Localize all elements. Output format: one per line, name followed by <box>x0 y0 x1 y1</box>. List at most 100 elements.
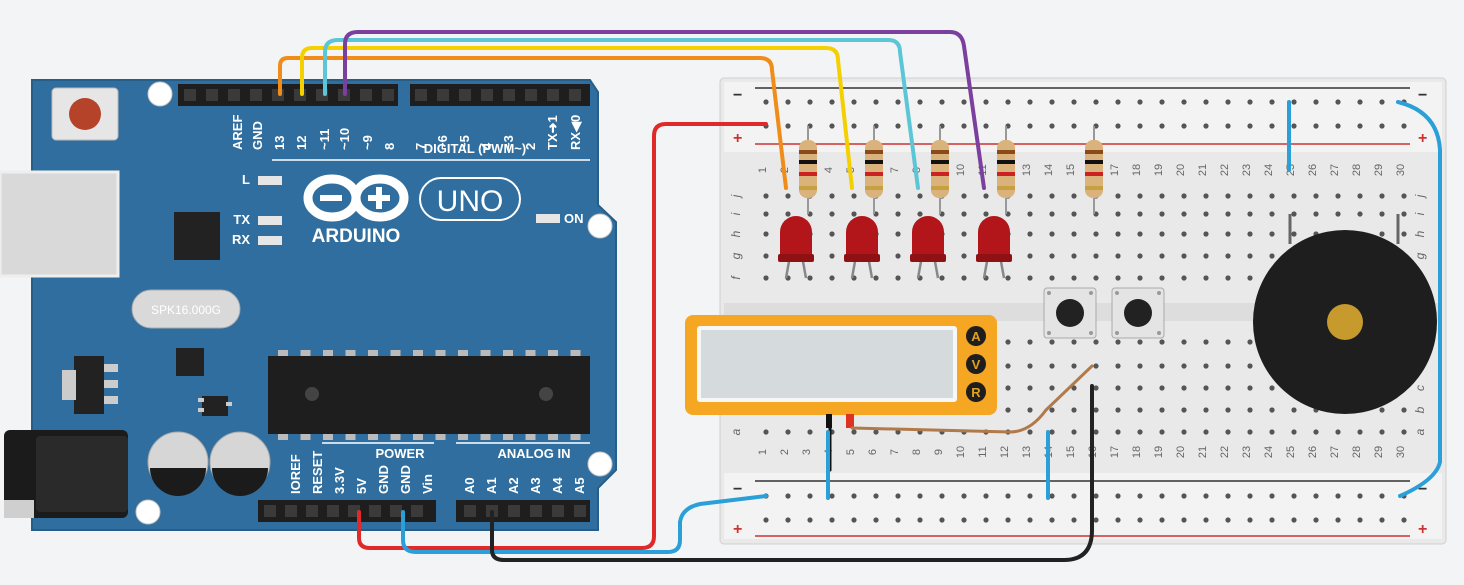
hole[interactable] <box>1159 363 1165 369</box>
hole[interactable] <box>983 211 989 217</box>
header-pin[interactable] <box>547 89 559 101</box>
rail-hole[interactable] <box>1357 517 1363 523</box>
hole[interactable] <box>763 275 769 281</box>
rail-hole[interactable] <box>829 99 835 105</box>
rail-hole[interactable] <box>1005 99 1011 105</box>
rail-hole[interactable] <box>1269 517 1275 523</box>
rail-hole[interactable] <box>1335 517 1341 523</box>
rail-hole[interactable] <box>851 493 857 499</box>
hole[interactable] <box>1071 385 1077 391</box>
hole[interactable] <box>1225 275 1231 281</box>
hole[interactable] <box>1093 385 1099 391</box>
rail-hole[interactable] <box>785 493 791 499</box>
hole[interactable] <box>1159 211 1165 217</box>
hole[interactable] <box>1137 211 1143 217</box>
hole[interactable] <box>1401 429 1407 435</box>
hole[interactable] <box>1159 339 1165 345</box>
hole[interactable] <box>1049 231 1055 237</box>
rail-hole[interactable] <box>763 99 769 105</box>
hole[interactable] <box>763 231 769 237</box>
rail-hole[interactable] <box>917 493 923 499</box>
hole[interactable] <box>1027 275 1033 281</box>
rail-hole[interactable] <box>1181 99 1187 105</box>
hole[interactable] <box>1093 363 1099 369</box>
rail-hole[interactable] <box>873 517 879 523</box>
hole[interactable] <box>1379 429 1385 435</box>
rail-hole[interactable] <box>1137 123 1143 129</box>
hole[interactable] <box>1181 363 1187 369</box>
hole[interactable] <box>807 275 813 281</box>
hole[interactable] <box>1379 231 1385 237</box>
hole[interactable] <box>1071 193 1077 199</box>
rail-hole[interactable] <box>1247 123 1253 129</box>
hole[interactable] <box>851 193 857 199</box>
wire-blue-gnd[interactable] <box>401 494 768 554</box>
hole[interactable] <box>1203 253 1209 259</box>
hole[interactable] <box>1181 385 1187 391</box>
rail-hole[interactable] <box>961 493 967 499</box>
rail-hole[interactable] <box>873 99 879 105</box>
hole[interactable] <box>1203 193 1209 199</box>
hole[interactable] <box>829 275 835 281</box>
hole[interactable] <box>939 275 945 281</box>
hole[interactable] <box>1225 385 1231 391</box>
hole[interactable] <box>1225 211 1231 217</box>
hole[interactable] <box>1181 193 1187 199</box>
rail-hole[interactable] <box>1159 99 1165 105</box>
hole[interactable] <box>1269 211 1275 217</box>
hole[interactable] <box>763 429 769 435</box>
hole[interactable] <box>1115 407 1121 413</box>
resistor[interactable] <box>865 126 883 214</box>
hole[interactable] <box>829 231 835 237</box>
rail-hole[interactable] <box>1071 123 1077 129</box>
rail-hole[interactable] <box>1401 517 1407 523</box>
hole[interactable] <box>1027 193 1033 199</box>
hole[interactable] <box>1313 211 1319 217</box>
hole[interactable] <box>1137 429 1143 435</box>
rail-hole[interactable] <box>983 123 989 129</box>
hole[interactable] <box>1137 363 1143 369</box>
hole[interactable] <box>1181 339 1187 345</box>
rail-hole[interactable] <box>807 493 813 499</box>
rail-hole[interactable] <box>1159 517 1165 523</box>
rail-hole[interactable] <box>895 517 901 523</box>
hole[interactable] <box>1335 211 1341 217</box>
rail-hole[interactable] <box>807 99 813 105</box>
hole[interactable] <box>851 429 857 435</box>
rail-hole[interactable] <box>1225 517 1231 523</box>
hole[interactable] <box>895 193 901 199</box>
multimeter-mode-v[interactable]: V <box>966 354 986 374</box>
resistor[interactable] <box>799 126 817 214</box>
hole[interactable] <box>873 429 879 435</box>
rail-hole[interactable] <box>763 517 769 523</box>
hole[interactable] <box>1247 385 1253 391</box>
hole[interactable] <box>829 253 835 259</box>
header-pin[interactable] <box>437 89 449 101</box>
rail-hole[interactable] <box>1379 517 1385 523</box>
hole[interactable] <box>1313 429 1319 435</box>
hole[interactable] <box>1093 339 1099 345</box>
rail-hole[interactable] <box>851 517 857 523</box>
hole[interactable] <box>895 253 901 259</box>
hole[interactable] <box>1313 193 1319 199</box>
rail-hole[interactable] <box>1049 123 1055 129</box>
rail-hole[interactable] <box>1313 517 1319 523</box>
hole[interactable] <box>1115 193 1121 199</box>
header-pin[interactable] <box>530 505 542 517</box>
rail-hole[interactable] <box>1049 99 1055 105</box>
hole[interactable] <box>807 429 813 435</box>
hole[interactable] <box>1159 275 1165 281</box>
rail-hole[interactable] <box>1181 123 1187 129</box>
header-pin[interactable] <box>184 89 196 101</box>
hole[interactable] <box>1269 407 1275 413</box>
rail-hole[interactable] <box>1071 99 1077 105</box>
hole[interactable] <box>1115 385 1121 391</box>
rail-hole[interactable] <box>829 493 835 499</box>
rail-hole[interactable] <box>1357 493 1363 499</box>
rail-hole[interactable] <box>939 493 945 499</box>
hole[interactable] <box>1093 275 1099 281</box>
hole[interactable] <box>785 193 791 199</box>
rail-hole[interactable] <box>1335 99 1341 105</box>
hole[interactable] <box>1049 253 1055 259</box>
hole[interactable] <box>1181 211 1187 217</box>
